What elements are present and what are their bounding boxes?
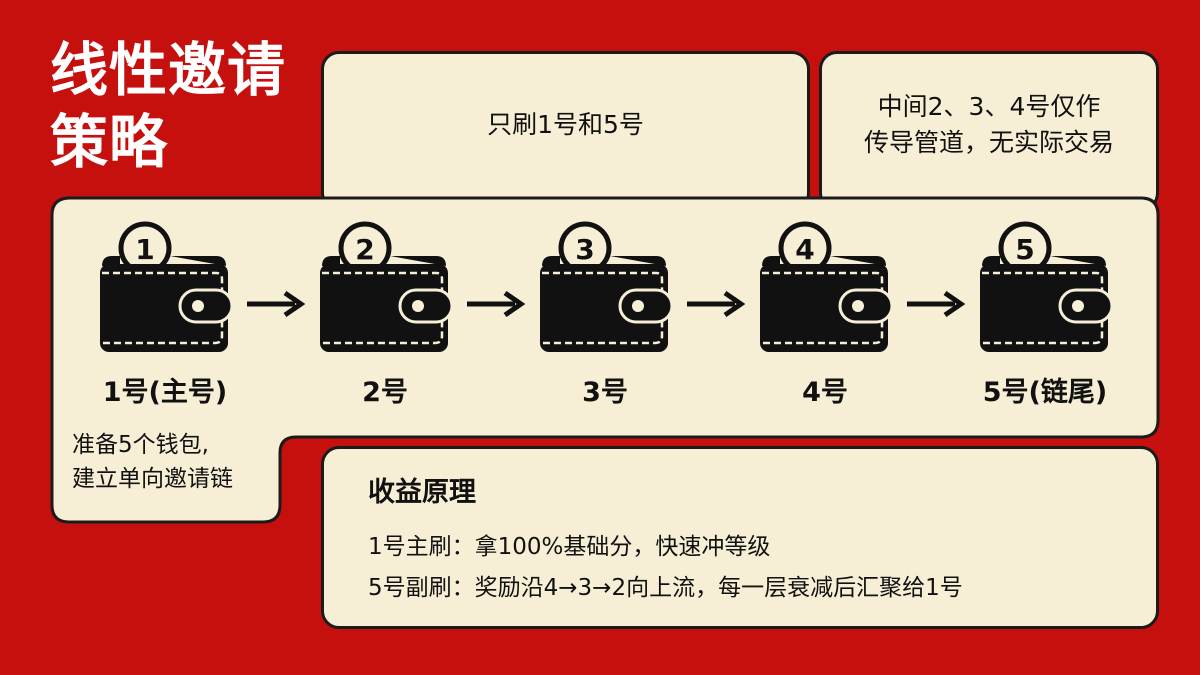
top-left-box: 只刷1号和5号 <box>321 51 810 211</box>
arrow-right-icon <box>245 289 306 323</box>
wallet-icon: 3 <box>538 218 678 362</box>
principle-line-1: 1号主刷：拿100%基础分，快速冲等级 <box>368 534 771 560</box>
wallet-label: 5号(链尾) <box>982 377 1108 408</box>
page-title: 线性邀请 策略 <box>50 34 286 178</box>
principle-line-2: 5号副刷：奖励沿4→3→2向上流，每一层衰减后汇聚给1号 <box>368 575 963 601</box>
title-line-1: 线性邀请 <box>50 36 287 104</box>
wallet-label: 1号(主号) <box>102 377 228 408</box>
setup-note-line-2: 建立单向邀请链 <box>72 466 233 492</box>
wallet-number: 4 <box>795 233 814 266</box>
wallet-number: 3 <box>575 233 594 266</box>
arrow-right-icon <box>685 289 746 323</box>
wallet-icon: 4 <box>758 218 898 362</box>
wallet-number: 2 <box>355 233 374 266</box>
principle-title: 收益原理 <box>368 477 476 508</box>
top-right-box: 中间2、3、4号仅作 传导管道，无实际交易 <box>819 51 1159 211</box>
wallet-label: 3号 <box>582 377 628 408</box>
arrow-right-icon <box>905 289 966 323</box>
wallet-icon: 1 <box>98 218 238 362</box>
wallet-label: 4号 <box>802 377 848 408</box>
wallet-icon: 5 <box>978 218 1118 362</box>
setup-note-line-1: 准备5个钱包, <box>72 432 209 458</box>
principle-box <box>321 446 1159 629</box>
title-line-2: 策略 <box>50 108 169 176</box>
setup-note: 准备5个钱包, 建立单向邀请链 <box>72 428 233 496</box>
top-right-line-2: 传导管道，无实际交易 <box>863 128 1114 157</box>
wallet-number: 5 <box>1015 233 1034 266</box>
top-right-line-1: 中间2、3、4号仅作 <box>877 92 1101 121</box>
arrow-right-icon <box>465 289 526 323</box>
wallet-number: 1 <box>135 233 154 266</box>
top-left-box-text: 只刷1号和5号 <box>487 110 644 139</box>
wallet-label: 2号 <box>362 377 408 408</box>
wallet-icon: 2 <box>318 218 458 362</box>
